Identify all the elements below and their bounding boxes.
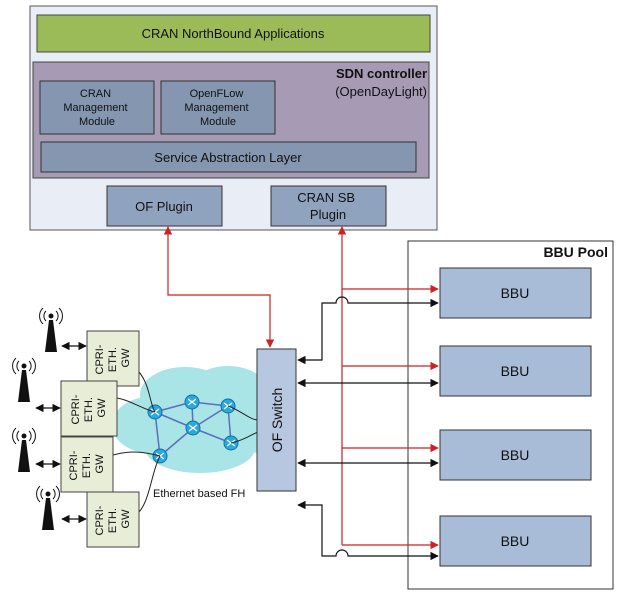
radio-antenna-icon	[12, 427, 36, 472]
gateway-links	[112, 371, 259, 513]
router-icon	[184, 394, 200, 410]
openflow-module-line-2: Management	[184, 102, 248, 114]
bbu-unit: BBU	[439, 345, 592, 397]
svg-text:CPRI- ETH. GW: CPRI- ETH. GW	[94, 502, 132, 535]
bbu-pool-title: BBU Pool	[543, 244, 608, 260]
northbound-label: CRAN NorthBound Applications	[142, 26, 325, 41]
radio-antenna-icon	[39, 307, 63, 352]
fronthaul-label: Ethernet based FH	[153, 488, 245, 500]
bbu-unit: BBU	[439, 515, 592, 567]
data-plane-links	[297, 296, 439, 561]
svg-text:CRAN SB Plugin: CRAN SB Plugin	[297, 190, 358, 222]
openflow-module-line-1: OpenFLow	[190, 88, 244, 100]
cpri-eth-gateway: CPRI- ETH. GW	[86, 491, 140, 548]
svg-text:BBU: BBU	[501, 447, 530, 463]
cran-sb-plugin-box: CRAN SB Plugin	[270, 185, 387, 227]
cran-module-line-1: CRAN	[80, 88, 111, 100]
of-plugin-label: OF Plugin	[135, 199, 193, 214]
service-abstraction-layer: Service Abstraction Layer	[40, 141, 417, 173]
svg-text:BBU: BBU	[501, 363, 530, 379]
svg-text:CPRI- ETH. GW: CPRI- ETH. GW	[70, 391, 108, 424]
cran-management-module: CRAN Management Module	[39, 80, 155, 135]
radio-antenna-icon	[12, 357, 36, 402]
svg-text:CPRI- ETH. GW: CPRI- ETH. GW	[94, 341, 132, 374]
svg-text:CPRI- ETH. GW: CPRI- ETH. GW	[68, 447, 106, 480]
cran-sb-line-2: Plugin	[310, 207, 346, 222]
of-switch: OF Switch	[256, 348, 297, 492]
svg-text:CRAN Management Mo: CRAN Management Module	[63, 88, 130, 128]
openflow-management-module: OpenFLow Management Module	[160, 80, 276, 135]
svg-text:BBU: BBU	[501, 533, 530, 549]
sdn-controller-subtitle: (OpenDayLight)	[335, 84, 427, 99]
bbu-unit: BBU	[439, 429, 592, 481]
cran-module-line-2: Management	[63, 102, 127, 114]
cpri-eth-gateway: CPRI- ETH. GW	[86, 330, 140, 387]
bbu-unit: BBU	[439, 267, 592, 319]
of-switch-label: OF Switch	[269, 388, 285, 453]
radio-antenna-icon	[36, 485, 60, 530]
svg-text:OpenFLow Management: OpenFLow Management Module	[184, 88, 251, 128]
cran-module-line-3: Module	[79, 116, 115, 128]
northbound-applications-box: CRAN NorthBound Applications	[36, 14, 431, 53]
cpri-eth-gateway: CPRI- ETH. GW	[60, 380, 118, 437]
router-icon	[185, 420, 201, 436]
sal-label: Service Abstraction Layer	[154, 150, 302, 165]
antenna-gateway-links	[35, 341, 87, 524]
svg-text:BBU: BBU	[501, 285, 530, 301]
of-plugin-box: OF Plugin	[106, 185, 223, 227]
openflow-module-line-3: Module	[200, 116, 236, 128]
sdn-controller-title: SDN controller	[336, 66, 427, 81]
cran-sb-line-1: CRAN SB	[297, 190, 355, 205]
cpri-eth-gateway: CPRI- ETH. GW	[60, 436, 114, 493]
